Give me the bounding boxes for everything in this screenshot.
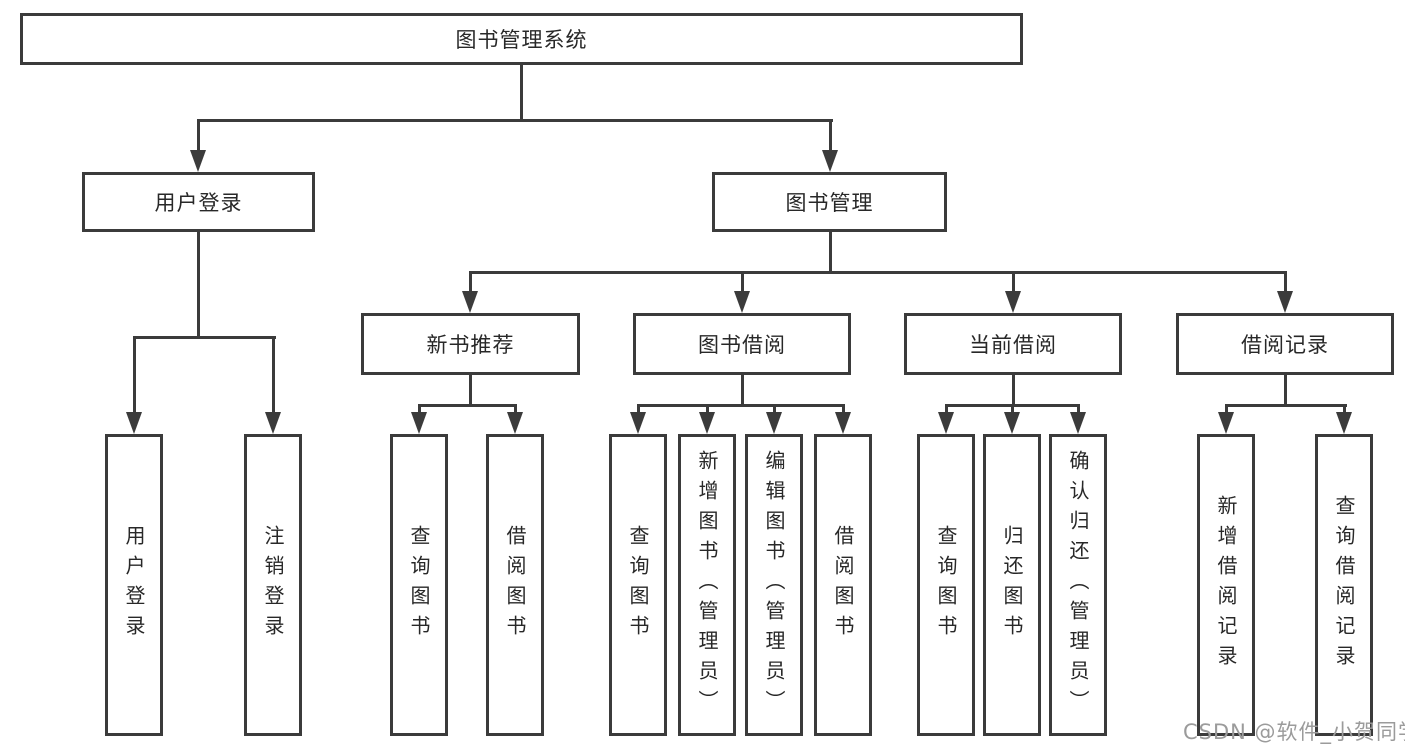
connector-line	[637, 404, 845, 407]
connector-line	[706, 404, 709, 412]
leaf-login-logout: 注销登录	[244, 434, 302, 736]
arrow-down-icon	[699, 412, 715, 434]
arrow-down-icon	[630, 412, 646, 434]
connector-line	[418, 404, 517, 407]
leaf-current-return-books: 归还图书	[983, 434, 1041, 736]
csdn-watermark: CSDN @软件_小贺同学	[1183, 720, 1405, 744]
arrow-down-icon	[190, 150, 206, 172]
arrow-down-icon	[835, 412, 851, 434]
arrow-down-icon	[507, 412, 523, 434]
connector-line	[469, 271, 472, 291]
arrow-down-icon	[411, 412, 427, 434]
connector-line	[418, 404, 421, 412]
connector-line	[1225, 404, 1228, 412]
node-root-book-management-system: 图书管理系统	[20, 13, 1023, 65]
connector-line	[945, 404, 948, 412]
arrow-down-icon	[1004, 412, 1020, 434]
arrow-down-icon	[822, 150, 838, 172]
connector-line	[514, 404, 517, 412]
connector-line	[1012, 271, 1015, 291]
node-new-book-recommend: 新书推荐	[361, 313, 580, 375]
connector-line	[637, 404, 640, 412]
arrow-down-icon	[1070, 412, 1086, 434]
leaf-borrow-borrow-books: 借阅图书	[814, 434, 872, 736]
node-book-management: 图书管理	[712, 172, 947, 232]
arrow-down-icon	[126, 412, 142, 434]
leaf-current-query-books: 查询图书	[917, 434, 975, 736]
connector-line	[197, 119, 200, 150]
leaf-borrow-query-books: 查询图书	[609, 434, 667, 736]
node-user-login: 用户登录	[82, 172, 315, 232]
connector-line	[741, 375, 744, 406]
leaf-login-user-login: 用户登录	[105, 434, 163, 736]
connector-line	[829, 119, 832, 150]
leaf-current-confirm-return-admin: 确认归还（管理员）	[1049, 434, 1107, 736]
arrow-down-icon	[1277, 291, 1293, 313]
leaf-recommend-borrow-books: 借阅图书	[486, 434, 544, 736]
connector-line	[469, 375, 472, 406]
arrow-down-icon	[1218, 412, 1234, 434]
leaf-borrow-edit-books-admin: 编辑图书（管理员）	[745, 434, 803, 736]
connector-line	[1012, 375, 1015, 406]
node-book-borrow: 图书借阅	[633, 313, 851, 375]
connector-line	[197, 119, 833, 122]
connector-line	[1284, 375, 1287, 406]
arrow-down-icon	[766, 412, 782, 434]
connector-line	[133, 336, 276, 339]
arrow-down-icon	[265, 412, 281, 434]
arrow-down-icon	[462, 291, 478, 313]
connector-line	[842, 404, 845, 412]
connector-line	[1011, 404, 1014, 412]
node-current-borrow: 当前借阅	[904, 313, 1122, 375]
leaf-borrow-add-books-admin: 新增图书（管理员）	[678, 434, 736, 736]
connector-line	[469, 271, 1287, 274]
arrow-down-icon	[734, 291, 750, 313]
arrow-down-icon	[938, 412, 954, 434]
connector-line	[133, 336, 136, 412]
connector-line	[1343, 404, 1346, 412]
connector-line	[197, 232, 200, 338]
leaf-record-add-borrow-record: 新增借阅记录	[1197, 434, 1255, 736]
connector-line	[829, 232, 832, 273]
leaf-record-query-borrow-record: 查询借阅记录	[1315, 434, 1373, 736]
arrow-down-icon	[1336, 412, 1352, 434]
connector-line	[741, 271, 744, 291]
connector-line	[272, 336, 275, 412]
connector-line	[1077, 404, 1080, 412]
leaf-recommend-query-books: 查询图书	[390, 434, 448, 736]
connector-line	[1225, 404, 1347, 407]
connector-line	[1284, 271, 1287, 291]
arrow-down-icon	[1005, 291, 1021, 313]
connector-line	[520, 65, 523, 120]
connector-line	[773, 404, 776, 412]
node-borrow-record: 借阅记录	[1176, 313, 1394, 375]
